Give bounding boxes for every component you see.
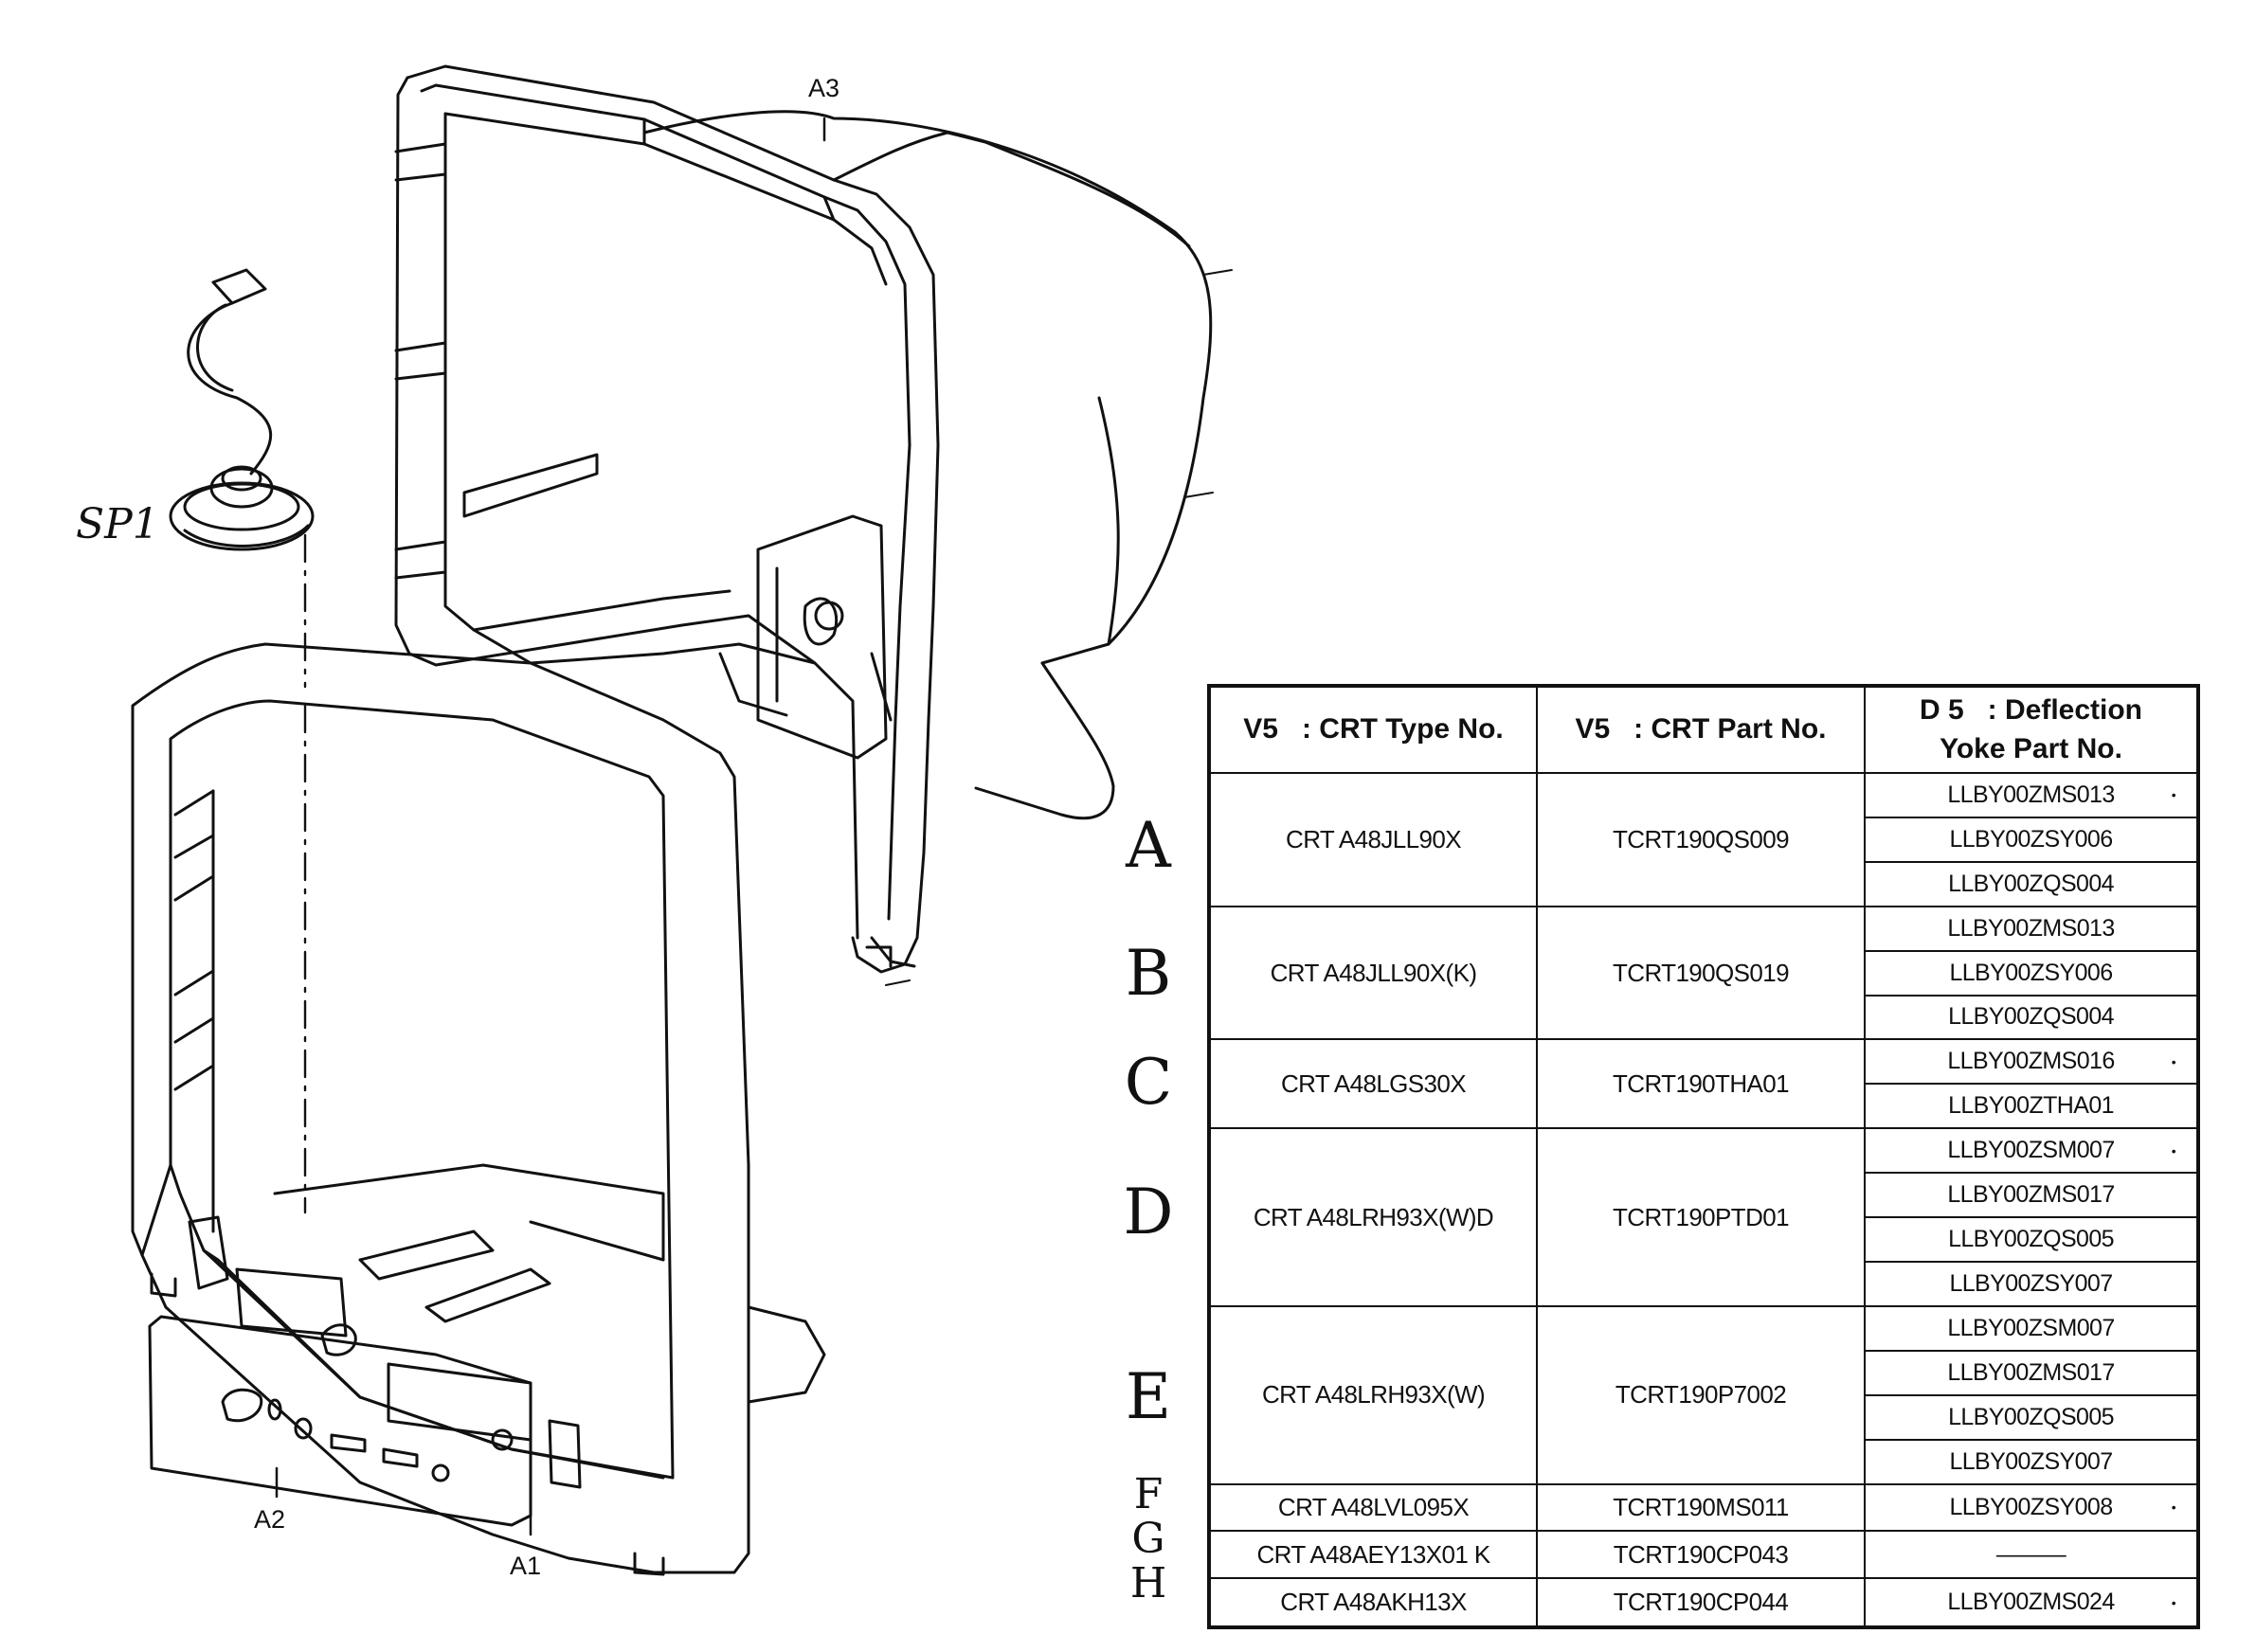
cell-crt-type: CRT A48LVL095X [1208,1482,1538,1533]
row-letter-b: B [1125,937,1172,1010]
cell-yoke: LLBY00ZSM007 [1864,1304,2199,1352]
table-row: CRT A48JLL90X TCRT190QS009 LLBY00ZMS013 [1208,772,2199,907]
table-row: CRT A48LVL095X TCRT190MS011 LLBY00ZSY008 [1208,1482,2199,1533]
cell-crt-type: CRT A48AKH13X [1208,1577,1538,1628]
row-letter-a: A [1126,809,1171,882]
header-crt-part: V5 : CRT Part No. [1536,685,1866,774]
cell-crt-type: CRT A48LRH93X(W)D [1208,1127,1538,1307]
table-row: LLBY00ZQS004 [1209,860,2199,907]
row-letter-h: H [1129,1559,1167,1607]
cell-yoke: LLBY00ZMS013 [1864,772,2199,818]
table-row: LLBY00ZSY007 [1209,1260,2199,1307]
table-row: CRT A48AEY13X01 K TCRT190CP043 ——— [1208,1530,2199,1580]
label-a1: A1 [510,1552,541,1580]
cell-yoke: LLBY00ZSM007 [1864,1127,2199,1175]
table-row: CRT A48LRH93X(W)D TCRT190PTD01 LLBY00ZSM… [1208,1127,2199,1307]
cell-crt-part: TCRT190THA01 [1536,1038,1866,1130]
table-row: LLBY00ZSY006 [1209,816,2199,863]
table-row: LLBY00ZSY006 [1209,949,2199,997]
table-row: LLBY00ZMS017 [1209,1349,2199,1396]
cell-yoke: LLBY00ZTHA01 [1864,1083,2199,1130]
table-row: CRT A48LRH93X(W) TCRT190P7002 LLBY00ZSM0… [1208,1304,2199,1485]
cell-yoke: LLBY00ZSY007 [1864,1260,2199,1307]
cell-crt-part: TCRT190P7002 [1536,1304,1866,1485]
cell-yoke: LLBY00ZMS013 [1864,905,2199,952]
crt-parts-table: V5 : CRT Type No. V5 : CRT Part No. D 5 … [1207,684,2200,1629]
cell-yoke: LLBY00ZQS005 [1864,1393,2199,1441]
cell-crt-part: TCRT190CP043 [1536,1530,1866,1580]
row-letter-f: F [1133,1470,1164,1518]
cell-crt-part: TCRT190PTD01 [1536,1127,1866,1307]
cell-crt-type: CRT A48JLL90X [1208,772,1538,907]
cell-yoke: LLBY00ZMS016 [1864,1038,2199,1086]
cell-yoke: LLBY00ZQS004 [1864,994,2199,1041]
cell-crt-type: CRT A48LGS30X [1208,1038,1538,1130]
table-row: CRT A48LGS30X TCRT190THA01 LLBY00ZMS016 [1208,1038,2199,1130]
header-yoke: D 5 : Deflection Yoke Part No. [1864,685,2199,774]
table-row: LLBY00ZQS005 [1209,1216,2199,1263]
cell-yoke: LLBY00ZSY007 [1864,1438,2199,1485]
speaker-sp1 [169,268,315,551]
header-crt-type: V5 : CRT Type No. [1208,685,1538,774]
table-row: CRT A48JLL90X(K) TCRT190QS019 LLBY00ZMS0… [1208,905,2199,1041]
cell-yoke: LLBY00ZQS005 [1864,1216,2199,1263]
cell-crt-part: TCRT190CP044 [1536,1577,1866,1628]
table-row: LLBY00ZSY007 [1209,1438,2199,1485]
table-header-row: V5 : CRT Type No. V5 : CRT Part No. D 5 … [1208,685,2199,774]
cell-yoke: LLBY00ZMS024 [1864,1577,2199,1628]
control-panel-a2 [148,1315,532,1527]
rear-cabinet-a3 [394,64,1213,974]
row-letter-d: D [1123,1176,1174,1248]
cell-yoke: LLBY00ZMS017 [1864,1172,2199,1219]
cell-crt-part: TCRT190QS019 [1536,905,1866,1041]
label-sp1: SP1 [76,500,159,548]
header-yoke-line1: D 5 : Deflection [1919,694,2143,726]
row-letter-g: G [1131,1515,1165,1563]
cell-yoke: LLBY00ZQS004 [1864,860,2199,907]
table-row: CRT A48AKH13X TCRT190CP044 LLBY00ZMS024 [1208,1577,2199,1628]
cell-crt-part: TCRT190QS009 [1536,772,1866,907]
front-cabinet-a1 [131,642,826,1576]
row-letter-c: C [1124,1046,1173,1119]
cell-crt-type: CRT A48AEY13X01 K [1208,1530,1538,1580]
header-yoke-line2: Yoke Part No. [1940,732,2122,764]
table-row: LLBY00ZTHA01 [1209,1083,2199,1130]
row-letter-e: E [1125,1360,1172,1433]
label-a2: A2 [254,1505,285,1534]
cell-yoke: LLBY00ZSY006 [1864,949,2199,997]
cell-crt-type: CRT A48LRH93X(W) [1208,1304,1538,1485]
table-row: LLBY00ZQS004 [1209,994,2199,1041]
label-a3: A3 [808,74,839,102]
cell-yoke: LLBY00ZMS017 [1864,1349,2199,1396]
cell-yoke: LLBY00ZSY006 [1864,816,2199,863]
table-row: LLBY00ZQS005 [1209,1393,2199,1441]
cell-crt-type: CRT A48JLL90X(K) [1208,905,1538,1041]
cell-yoke: ——— [1864,1530,2199,1580]
cell-crt-part: TCRT190MS011 [1536,1482,1866,1533]
table-row: LLBY00ZMS017 [1209,1172,2199,1219]
cell-yoke: LLBY00ZSY008 [1864,1482,2199,1533]
